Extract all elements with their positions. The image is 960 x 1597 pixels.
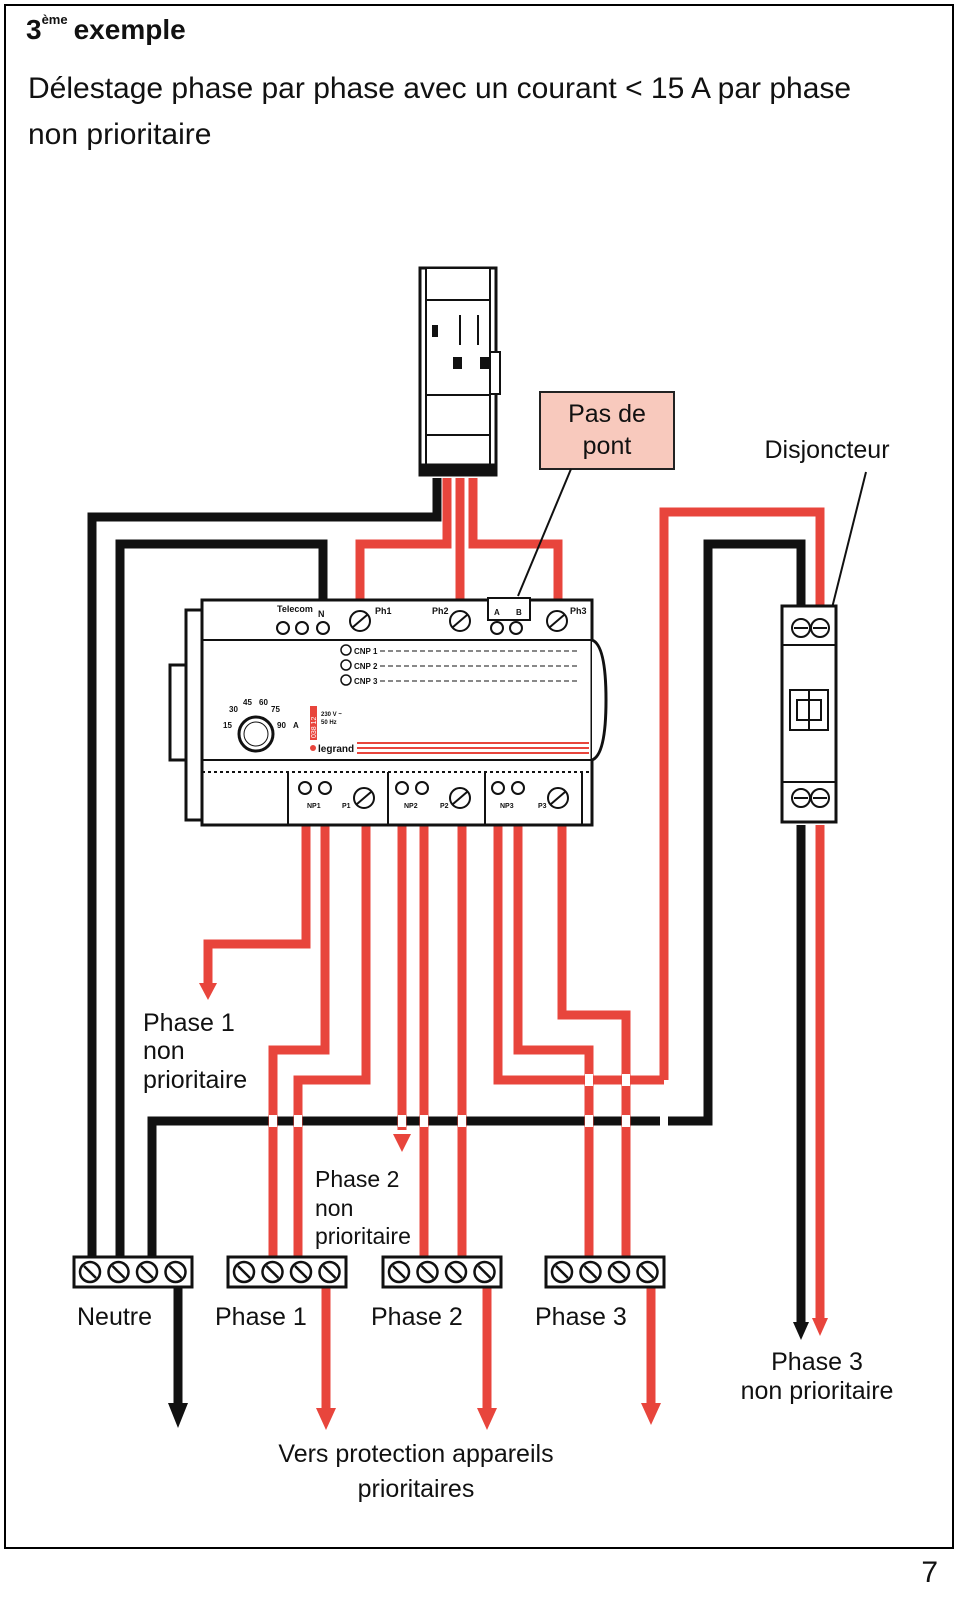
phase2-label: Phase 2 [371,1303,463,1331]
b-label: B [516,608,522,617]
example-number: 3 [26,14,42,45]
freq-label: 50 Hz [321,720,337,726]
ph3-label: Ph3 [570,606,587,616]
ref-label: 038 12 [311,716,318,738]
callout-pas-de-pont: Pas de pont [517,391,675,597]
example-word: exemple [73,14,186,45]
phase2-np-line-1: Phase 2 [315,1166,399,1192]
example-subtitle: Délestage phase par phase avec un couran… [28,72,852,151]
breaker-red-arrow [812,1318,828,1336]
phase3-terminal-block [544,1255,666,1289]
page-frame [4,4,954,1549]
load-shedding-relay: Telecom N Ph1 Ph2 A B Ph3 CNP 1 CNP 2 CN… [168,597,608,827]
bottom-terminals [298,781,525,795]
np1-link [268,825,330,1282]
voltage-label: 230 V ~ [321,712,342,718]
current-dial-icon [237,715,275,753]
n-label: N [318,609,325,619]
ordinal-suffix: ème [41,12,68,27]
terminal-blocks [72,1255,666,1289]
black-wires [87,478,806,1405]
breaker-red-in [659,507,825,1080]
phase3-label: Phase 3 [535,1303,627,1331]
p3-link [557,825,631,1282]
p2-label: P2 [440,803,449,810]
ph2-label: Ph2 [432,606,449,616]
telecom-wire [115,539,328,1282]
dial-60: 60 [259,698,268,707]
dial-15: 15 [223,721,232,730]
top-module [418,266,501,477]
phase3-out-arrow [641,1403,661,1425]
wire-crossings [269,1074,668,1127]
phase1-label: Phase 1 [215,1303,307,1331]
np1-out [203,825,311,985]
page-number: 7 [921,1556,938,1589]
stripes [357,742,589,754]
phase3-np-line-2: non prioritaire [741,1377,894,1405]
brand-logo: legrand [318,744,354,755]
a-label: A [494,608,500,617]
dial-unit: A [293,721,299,730]
cnp3-label: CNP 3 [354,677,378,686]
phase1-np-line-1: Phase 1 [143,1009,235,1037]
dial-75: 75 [271,705,280,714]
np2-label: NP2 [404,803,418,810]
dial-90: 90 [277,721,286,730]
cnp-indicators [340,644,352,686]
vers-line-2: prioritaires [358,1475,475,1503]
red-wires [203,478,825,1410]
ph3-screw-icon [546,610,568,632]
p1-link [293,825,371,1282]
circuit-breaker [780,604,838,824]
diagram-labels: Phase 1 non prioritaire Phase 2 non prio… [77,1009,893,1503]
np1-label: NP1 [307,803,321,810]
cnp2-label: CNP 2 [354,662,378,671]
ph1-screw-icon [349,610,371,632]
np3b-link [513,825,594,1282]
breaker-black-arrow [793,1322,809,1340]
ph3-supply [468,478,563,610]
phase2-np-line-3: prioritaire [315,1223,411,1249]
phase3-np-line-1: Phase 3 [771,1348,863,1376]
example-heading: 3ème exemple [26,12,186,46]
ph1-label: Ph1 [375,606,392,616]
neutre-out-arrow [168,1403,188,1428]
callout-line-1: Pas de [568,400,646,428]
phase2-terminal-block [381,1255,503,1289]
dial-30: 30 [229,705,238,714]
neutral-out-wire [147,539,806,1282]
phase2-np-arrow [393,1134,411,1152]
callout-line-2: pont [583,432,632,460]
np3-label: NP3 [500,803,514,810]
phase1-np-line-3: prioritaire [143,1066,247,1094]
telecom-label: Telecom [277,604,313,614]
cnp1-label: CNP 1 [354,647,378,656]
phase2-np-line-2: non [315,1195,353,1221]
p1-label: P1 [342,803,351,810]
arrow-heads [168,983,828,1430]
ph1-supply [355,478,452,610]
phase1-terminal-block [226,1255,348,1289]
dial-45: 45 [243,698,252,707]
p-screw-icons [353,787,569,809]
phase1-out-arrow [316,1408,336,1430]
phase2-out-arrow [477,1408,497,1430]
callout-disjoncteur: Disjoncteur [764,436,890,609]
phase1-np-arrow [199,983,217,1000]
disjoncteur-label: Disjoncteur [764,436,889,464]
ph2-screw-icon [449,610,471,632]
p3-label: P3 [538,803,547,810]
vers-line-1: Vers protection appareils [278,1440,553,1468]
neutre-label: Neutre [77,1303,152,1331]
neutral-wire-top [87,478,442,1282]
phase1-np-line-2: non [143,1037,185,1065]
neutre-terminal-block [72,1255,194,1289]
callout-box [539,391,675,470]
